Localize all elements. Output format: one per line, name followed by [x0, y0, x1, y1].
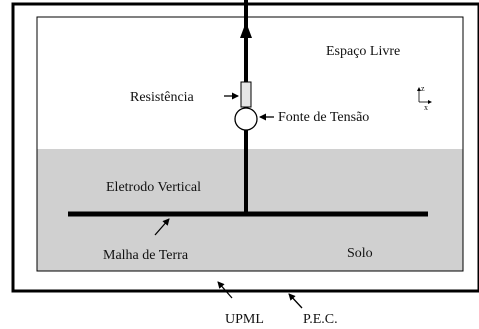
- vertical-electrode-label: Eletrodo Vertical: [106, 180, 201, 195]
- free-space-label: Espaço Livre: [326, 44, 400, 59]
- pec-label: P.E.C.: [303, 312, 338, 327]
- pec-pointer: [288, 293, 303, 309]
- upml-label: UPML: [225, 312, 264, 327]
- voltage-source-label: Fonte de Tensão: [278, 110, 369, 125]
- upml-pointer: [217, 281, 233, 299]
- voltage-source-circle: [234, 107, 258, 131]
- soil-region: [37, 149, 463, 271]
- upml-boundary: [36, 16, 464, 272]
- resistor-element: [240, 81, 252, 108]
- ground-grid-label: Malha de Terra: [103, 248, 189, 263]
- axis-x-label: x: [424, 103, 428, 112]
- axes-icon: z x: [417, 84, 432, 112]
- soil-label: Solo: [347, 246, 373, 261]
- current-direction-arrow: [240, 22, 252, 38]
- axis-z-label: z: [421, 84, 425, 93]
- resistance-label: Resistência: [130, 90, 195, 105]
- ground-grid-pointer: [154, 218, 170, 236]
